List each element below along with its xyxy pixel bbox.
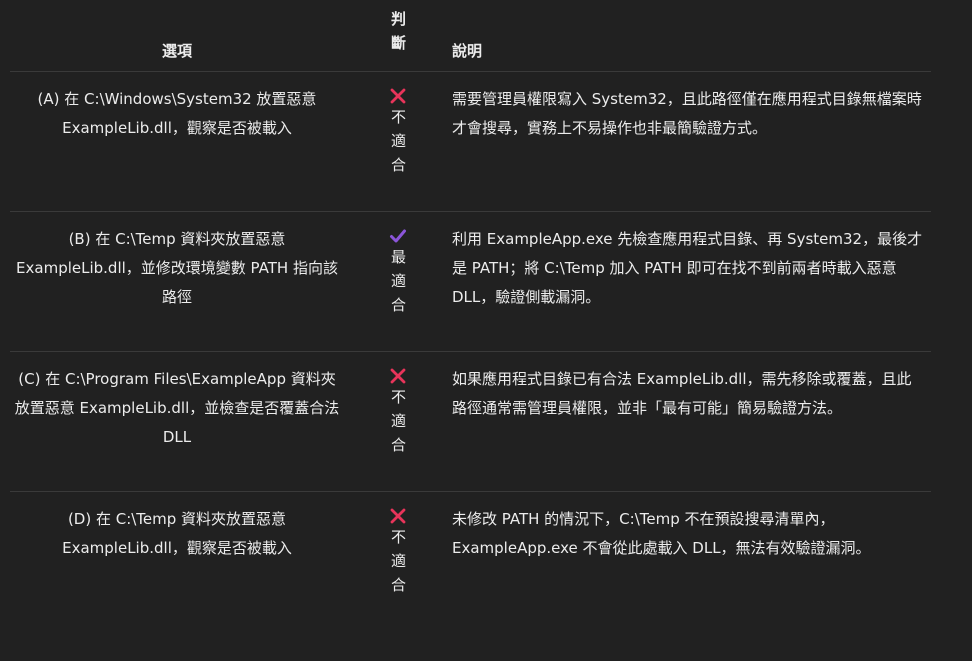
cross-icon — [390, 368, 406, 384]
option-cell: (D) 在 C:\Temp 資料夾放置惡意 ExampleLib.dll，觀察是… — [62, 510, 292, 557]
verdict-cell: 最適合 — [344, 212, 452, 351]
verdict-label: 最適合 — [389, 249, 407, 321]
verdict-cell: 不適合 — [344, 352, 452, 491]
header-option: 選項 — [10, 0, 344, 71]
table-header: 選項 判斷 說明 — [10, 0, 931, 72]
header-explanation: 說明 — [452, 0, 931, 71]
verdict-label: 不適合 — [389, 529, 407, 601]
option-cell: (C) 在 C:\Program Files\ExampleApp 資料夾放置惡… — [14, 370, 340, 446]
header-option-label: 選項 — [161, 42, 192, 60]
header-verdict-label: 判斷 — [389, 10, 407, 59]
explanation-cell: 如果應用程式目錄已有合法 ExampleLib.dll，需先移除或覆蓋，且此路徑… — [452, 370, 912, 417]
option-cell: (B) 在 C:\Temp 資料夾放置惡意 ExampleLib.dll，並修改… — [16, 230, 338, 306]
verdict-label: 不適合 — [389, 389, 407, 461]
cross-icon — [390, 508, 406, 524]
table-row: (C) 在 C:\Program Files\ExampleApp 資料夾放置惡… — [10, 352, 931, 492]
table-row: (A) 在 C:\Windows\System32 放置惡意 ExampleLi… — [10, 72, 931, 212]
cross-icon — [390, 88, 406, 104]
verdict-label: 不適合 — [389, 109, 407, 181]
table-row: (B) 在 C:\Temp 資料夾放置惡意 ExampleLib.dll，並修改… — [10, 212, 931, 352]
explanation-cell: 需要管理員權限寫入 System32，且此路徑僅在應用程式目錄無檔案時才會搜尋，… — [452, 90, 922, 137]
verdict-cell: 不適合 — [344, 492, 452, 638]
verdict-cell: 不適合 — [344, 72, 452, 211]
option-cell: (A) 在 C:\Windows\System32 放置惡意 ExampleLi… — [37, 90, 317, 137]
options-table: 選項 判斷 說明 (A) 在 C:\Windows\System32 放置惡意 … — [10, 0, 931, 638]
explanation-cell: 利用 ExampleApp.exe 先檢查應用程式目錄、再 System32，最… — [452, 230, 923, 306]
check-icon — [390, 229, 406, 243]
header-verdict: 判斷 — [344, 0, 452, 71]
explanation-cell: 未修改 PATH 的情況下，C:\Temp 不在預設搜尋清單內，ExampleA… — [452, 510, 871, 557]
table-row: (D) 在 C:\Temp 資料夾放置惡意 ExampleLib.dll，觀察是… — [10, 492, 931, 638]
header-explanation-label: 說明 — [452, 42, 483, 60]
